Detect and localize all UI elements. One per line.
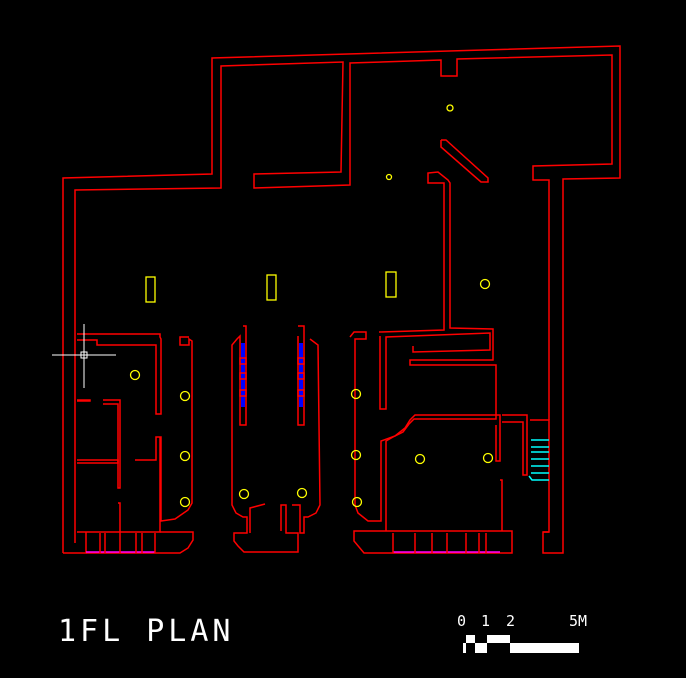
windows — [239, 343, 305, 407]
scale-bar — [463, 635, 579, 653]
glazing-lines — [86, 533, 500, 553]
light-fixtures — [129, 104, 494, 508]
exterior-walls — [62, 45, 621, 554]
drawing-title: 1FL PLAN — [58, 614, 235, 649]
staircase — [528, 439, 549, 481]
scale-label-1: 1 — [481, 612, 491, 630]
scale-label-2: 2 — [506, 612, 516, 630]
left-wing-walls — [77, 333, 193, 533]
center-wing-walls — [231, 325, 321, 553]
right-wing-walls — [349, 139, 550, 554]
crosshair-cursor — [52, 324, 116, 388]
scale-label-0: 0 — [457, 612, 467, 630]
scale-label-5m: 5M — [569, 612, 588, 630]
